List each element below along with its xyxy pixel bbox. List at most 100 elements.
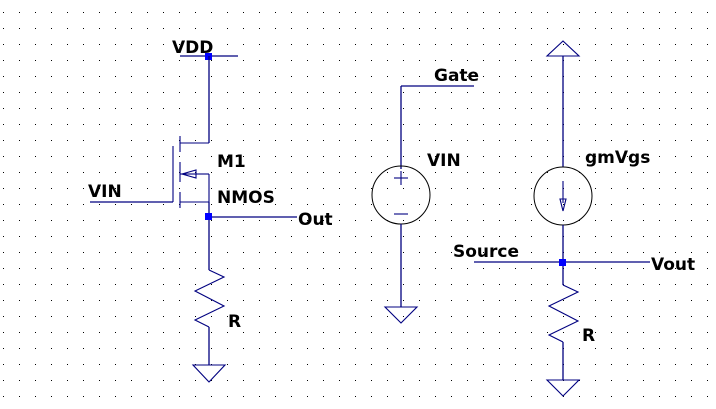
grid-dot [387,332,388,333]
grid-dot [339,188,340,189]
grid-dot [467,348,468,349]
grid-dot [243,220,244,221]
grid-dot [3,332,4,333]
grid-dot [483,380,484,381]
grid-dot [707,140,708,141]
grid-dot [67,348,68,349]
grid-dot [643,268,644,269]
grid-dot [595,204,596,205]
grid-dot [19,332,20,333]
grid-dot [387,364,388,365]
grid-dot [323,12,324,13]
grid-dot [323,28,324,29]
grid-dot [19,188,20,189]
grid-dot [147,252,148,253]
grid-dot [179,396,180,397]
grid-dot [259,140,260,141]
grid-dot [403,60,404,61]
current-arrow-icon [559,198,567,212]
grid-dot [355,236,356,237]
grid-dot [611,12,612,13]
grid-dot [35,140,36,141]
grid-dot [131,124,132,125]
grid-dot [291,396,292,397]
grid-dot [259,332,260,333]
grid-dot [435,268,436,269]
grid-dot [339,220,340,221]
grid-dot [707,300,708,301]
grid-dot [451,396,452,397]
grid-dot [611,252,612,253]
grid-dot [499,44,500,45]
grid-dot [35,220,36,221]
grid-dot [339,316,340,317]
grid-dot [371,236,372,237]
grid-dot [659,28,660,29]
grid-dot [675,396,676,397]
ground-icon[interactable] [191,364,227,383]
grid-dot [67,188,68,189]
grid-dot [371,396,372,397]
grid-dot [355,220,356,221]
grid-dot [179,76,180,77]
grid-dot [643,156,644,157]
resistor-icon[interactable] [547,284,580,343]
grid-dot [275,188,276,189]
grid-dot [3,380,4,381]
grid-dot [515,220,516,221]
grid-dot [707,268,708,269]
grid-dot [627,204,628,205]
grid-dot [51,380,52,381]
grid-dot [419,28,420,29]
vout-junction[interactable] [559,259,566,266]
grid-dot [611,92,612,93]
grid-dot [131,172,132,173]
grid-dot [419,76,420,77]
grid-dot [595,252,596,253]
grid-dot [275,140,276,141]
grid-dot [371,300,372,301]
grid-dot [451,316,452,317]
ground-icon[interactable] [383,306,419,324]
grid-dot [387,12,388,13]
grid-dot [499,12,500,13]
grid-dot [307,76,308,77]
grid-dot [163,268,164,269]
resistor-label: R [582,326,595,346]
grid-dot [83,284,84,285]
grid-dot [595,332,596,333]
grid-dot [3,236,4,237]
grid-dot [307,332,308,333]
grid-dot [531,204,532,205]
grid-dot [371,204,372,205]
voltage-source[interactable] [371,165,431,225]
grid-dot [419,236,420,237]
grid-dot [403,92,404,93]
grid-dot [83,156,84,157]
grid-dot [531,172,532,173]
grid-dot [467,396,468,397]
grid-dot [515,156,516,157]
grid-dot [515,316,516,317]
grid-dot [51,92,52,93]
ground-icon[interactable] [545,379,581,397]
grid-dot [307,188,308,189]
grid-dot [99,108,100,109]
current-source[interactable] [533,166,593,226]
grid-dot [483,108,484,109]
grid-dot [275,396,276,397]
grid-dot [35,124,36,125]
resistor-icon[interactable] [193,269,226,328]
nmos-transistor[interactable] [90,136,210,208]
supply-arrow-icon[interactable] [545,40,581,57]
grid-dot [99,396,100,397]
grid-dot [675,284,676,285]
grid-dot [259,252,260,253]
grid-dot [611,76,612,77]
grid-dot [435,236,436,237]
grid-dot [675,204,676,205]
grid-dot [499,396,500,397]
grid-dot [163,220,164,221]
out-junction[interactable] [205,213,212,220]
grid-dot [483,12,484,13]
